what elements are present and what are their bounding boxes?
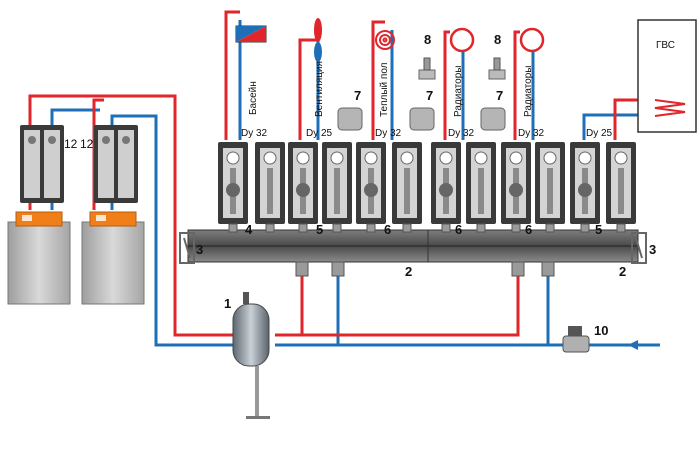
radiator-icon-1 <box>449 27 475 53</box>
pump-module <box>535 142 565 233</box>
valve-icon-8b <box>488 57 506 80</box>
pump-module <box>431 142 461 233</box>
label-1: 1 <box>224 296 231 311</box>
label-3-right: 3 <box>649 242 656 257</box>
floor-heating-coil-icon <box>375 30 395 50</box>
circuit-label-pool: Басейн <box>248 81 259 115</box>
label-6-c: 6 <box>525 222 532 237</box>
mixing-actuator-icon <box>480 107 506 131</box>
dy-label-2: Dy 25 <box>306 128 333 139</box>
mixing-actuator-icon <box>337 107 363 131</box>
dy-label-5: Dy 32 <box>518 128 545 139</box>
dy-label-3: Dy 32 <box>375 128 402 139</box>
circuit-label-ventilation: Вентиляция <box>314 61 325 117</box>
pump-module <box>356 142 386 233</box>
pump-module <box>288 142 318 233</box>
pump-module <box>501 142 531 233</box>
boiler-left <box>7 211 71 305</box>
mixing-actuators <box>337 107 506 131</box>
boiler-right <box>81 211 145 305</box>
label-7-b: 7 <box>426 88 433 103</box>
mixing-actuator-icon <box>409 107 435 131</box>
label-5-a: 5 <box>316 222 323 237</box>
boiler-module-left <box>20 125 64 203</box>
hot-water-tank-label: ГВС <box>656 40 675 51</box>
pump-module <box>322 142 352 233</box>
dy-label-4: Dy 32 <box>448 128 475 139</box>
dy-label-6: Dy 25 <box>586 128 613 139</box>
label-12-left: 12 <box>64 137 78 151</box>
label-5-b: 5 <box>595 222 602 237</box>
label-6-a: 6 <box>384 222 391 237</box>
ventilation-icon <box>314 18 322 62</box>
valve-icon-8a <box>418 57 436 80</box>
label-7-c: 7 <box>496 88 503 103</box>
label-4: 4 <box>245 222 253 237</box>
pump-module <box>570 142 600 233</box>
pump-module <box>606 142 636 233</box>
pump-module <box>466 142 496 233</box>
radiator-icon-2 <box>519 27 545 53</box>
pump-module <box>392 142 422 233</box>
pump-group-modules <box>218 142 636 233</box>
label-2-right: 2 <box>619 264 626 279</box>
inlet-arrow-icon <box>628 340 638 350</box>
pump-module <box>255 142 285 233</box>
pump-module <box>218 142 248 233</box>
hot-water-tank <box>637 19 697 133</box>
label-8-a: 8 <box>424 32 431 47</box>
safety-valve-icon <box>562 326 590 353</box>
wall-bracket-left <box>179 232 195 264</box>
label-12-right: 12 <box>80 137 94 151</box>
label-10: 10 <box>594 323 608 338</box>
dy-label-1: Dy 32 <box>241 128 268 139</box>
label-2-left: 2 <box>405 264 412 279</box>
pool-heat-exchanger-icon <box>235 25 267 43</box>
label-3-left: 3 <box>196 242 203 257</box>
boiler-module-right <box>94 125 138 203</box>
wall-bracket-right <box>631 232 647 264</box>
label-7-a: 7 <box>354 88 361 103</box>
label-6-b: 6 <box>455 222 462 237</box>
circuit-label-radiators-2: Радиаторы <box>523 66 534 117</box>
circuit-label-radiators-1: Радиаторы <box>453 66 464 117</box>
distribution-manifold-left <box>187 229 429 263</box>
hydraulic-separator <box>232 292 270 419</box>
manifold-fittings <box>295 261 555 277</box>
label-8-b: 8 <box>494 32 501 47</box>
circuit-label-floor-heating: Теплый пол <box>379 62 390 117</box>
